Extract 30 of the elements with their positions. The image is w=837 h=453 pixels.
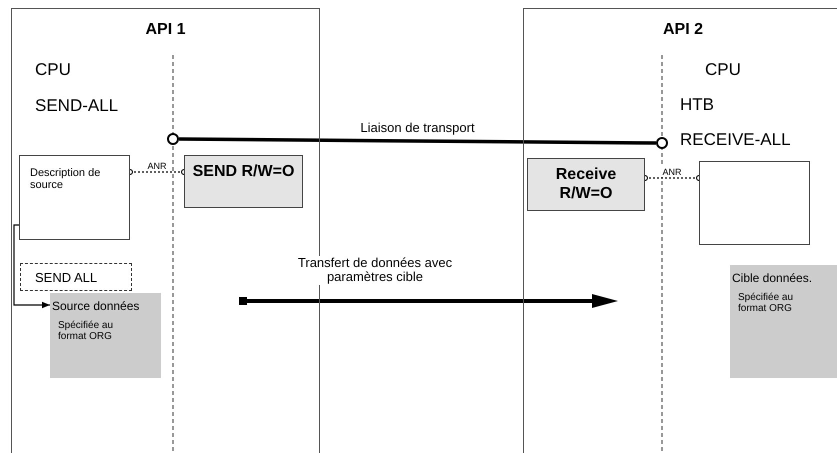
box-label: Receive R/W=O (554, 165, 618, 204)
box-label: SEND R/W=O (192, 162, 296, 182)
process-box (184, 155, 303, 208)
text-label: CPU (35, 60, 71, 80)
text-label: SEND-ALL (35, 96, 118, 116)
box-note: Spécifiée au format ORG (58, 321, 114, 342)
text-label: RECEIVE-ALL (680, 130, 791, 150)
api-panel (523, 8, 837, 453)
connector (178, 137, 656, 145)
box-note: Spécifiée au format ORG (738, 293, 794, 314)
edge-label: ANR (145, 161, 168, 171)
connection-point (167, 133, 179, 145)
box-label: Description de source (30, 168, 102, 192)
panel-title: API 2 (662, 21, 704, 39)
connector (13, 224, 50, 308)
process-box (527, 158, 645, 211)
box-label: Source données (52, 299, 140, 313)
text-label: HTB (680, 95, 714, 115)
edge-label: ANR (660, 167, 684, 177)
panel-title: API 1 (144, 21, 186, 39)
data-box (730, 265, 837, 378)
connection-point (656, 137, 668, 149)
text-label: CPU (705, 60, 741, 80)
edge-label: Liaison de transport (358, 120, 477, 135)
data-box (50, 293, 161, 378)
box-label: Cible données. (732, 271, 812, 285)
empty-box (699, 161, 810, 245)
dashed-box (20, 263, 132, 291)
box-label: SEND ALL (35, 270, 98, 285)
process-box (19, 155, 130, 240)
